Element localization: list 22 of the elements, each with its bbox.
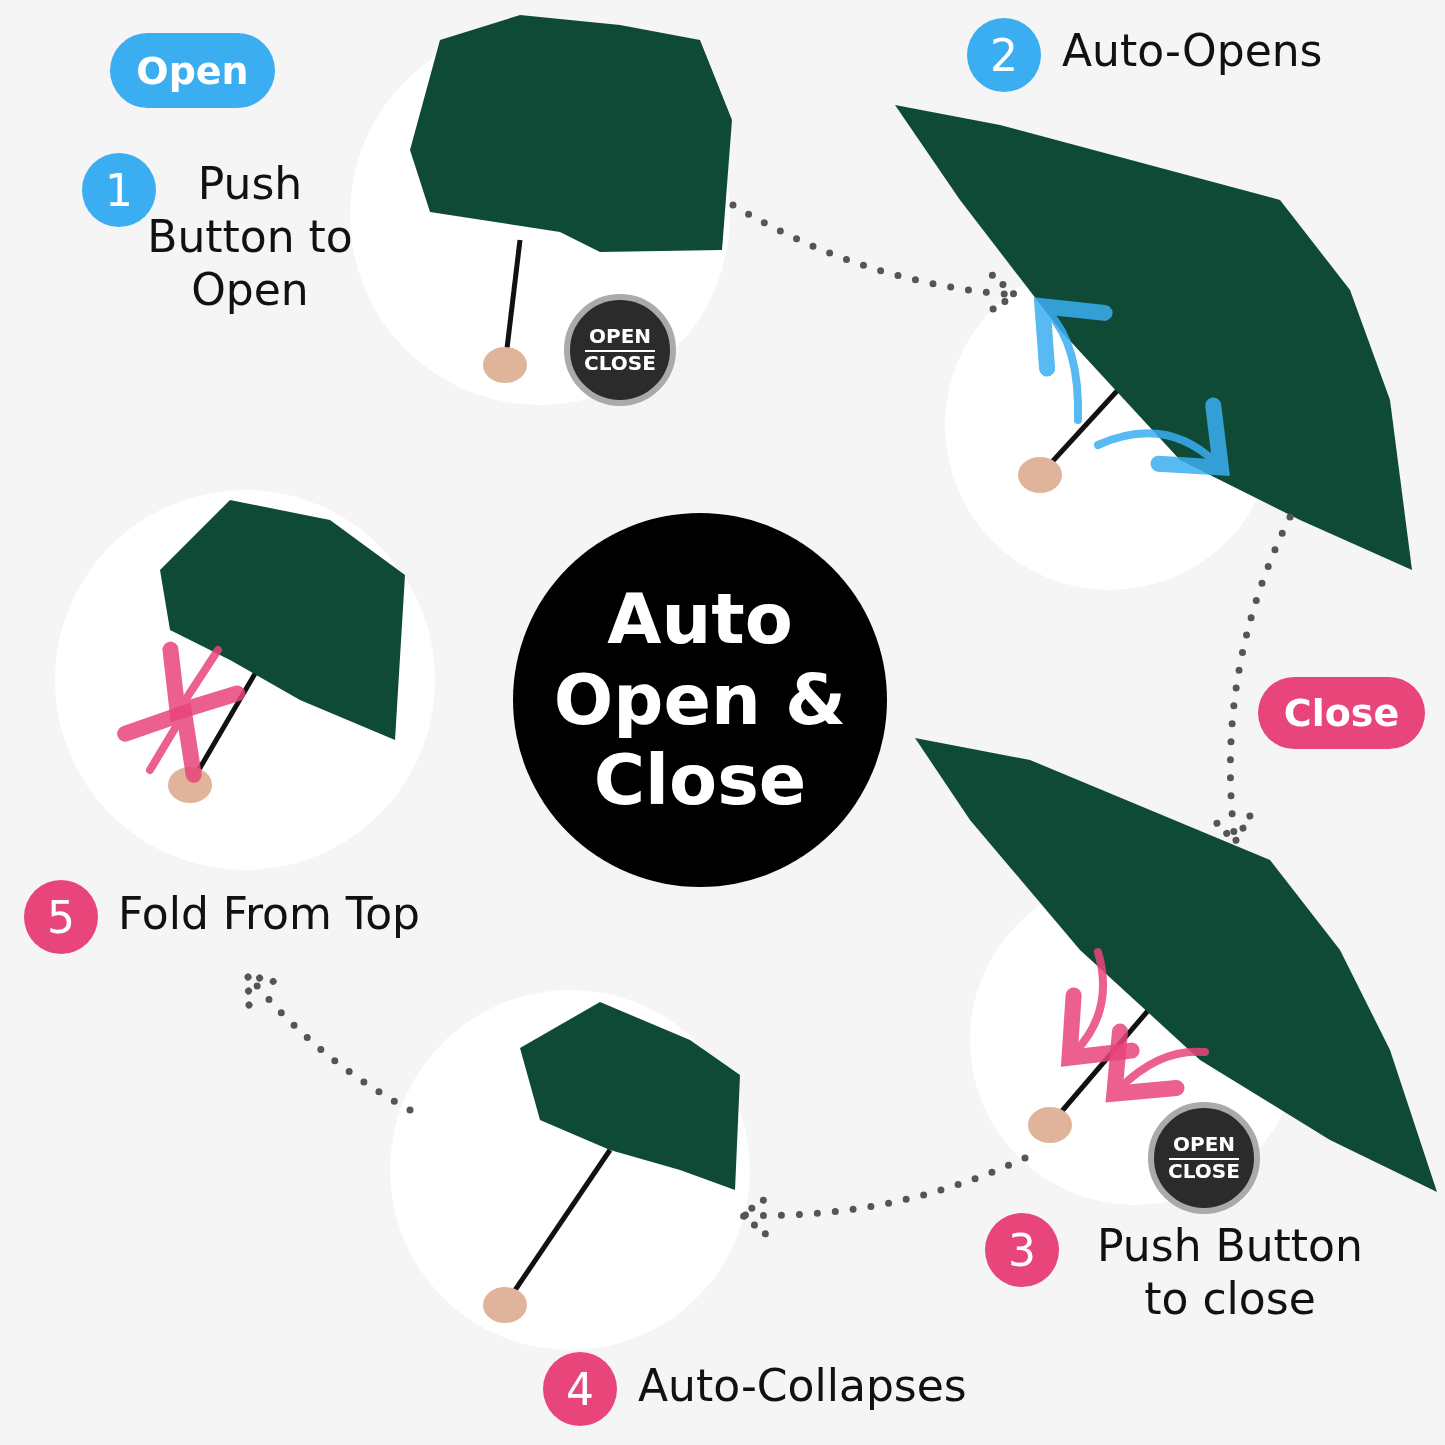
dotted-arrow: [729, 201, 1019, 315]
step-caption: Push Button to close: [1096, 1220, 1364, 1326]
step-number: 4: [543, 1352, 617, 1426]
step-number: 2: [967, 18, 1041, 92]
step-caption: Auto-Collapses: [638, 1360, 968, 1413]
badge-text: OPEN: [1168, 1133, 1240, 1160]
step-number: 5: [24, 880, 98, 954]
umbrella-photo: [915, 735, 1440, 1205]
step-caption: Fold From Top: [118, 888, 422, 941]
title-text: Auto Open & Close: [552, 579, 848, 821]
badge-text: CLOSE: [584, 352, 656, 375]
mode-tag: Close: [1258, 677, 1425, 749]
mode-tag: Open: [110, 33, 275, 108]
dotted-arrow: [244, 971, 414, 1114]
dotted-arrow: [738, 1154, 1029, 1237]
step-caption: Auto-Opens: [1062, 25, 1324, 78]
dotted-arrow: [1211, 513, 1294, 846]
step-number: 3: [985, 1213, 1059, 1287]
badge-text: CLOSE: [1168, 1160, 1240, 1183]
badge-text: OPEN: [584, 325, 656, 352]
umbrella-photo: [55, 490, 435, 870]
umbrella-photo: [390, 990, 750, 1350]
